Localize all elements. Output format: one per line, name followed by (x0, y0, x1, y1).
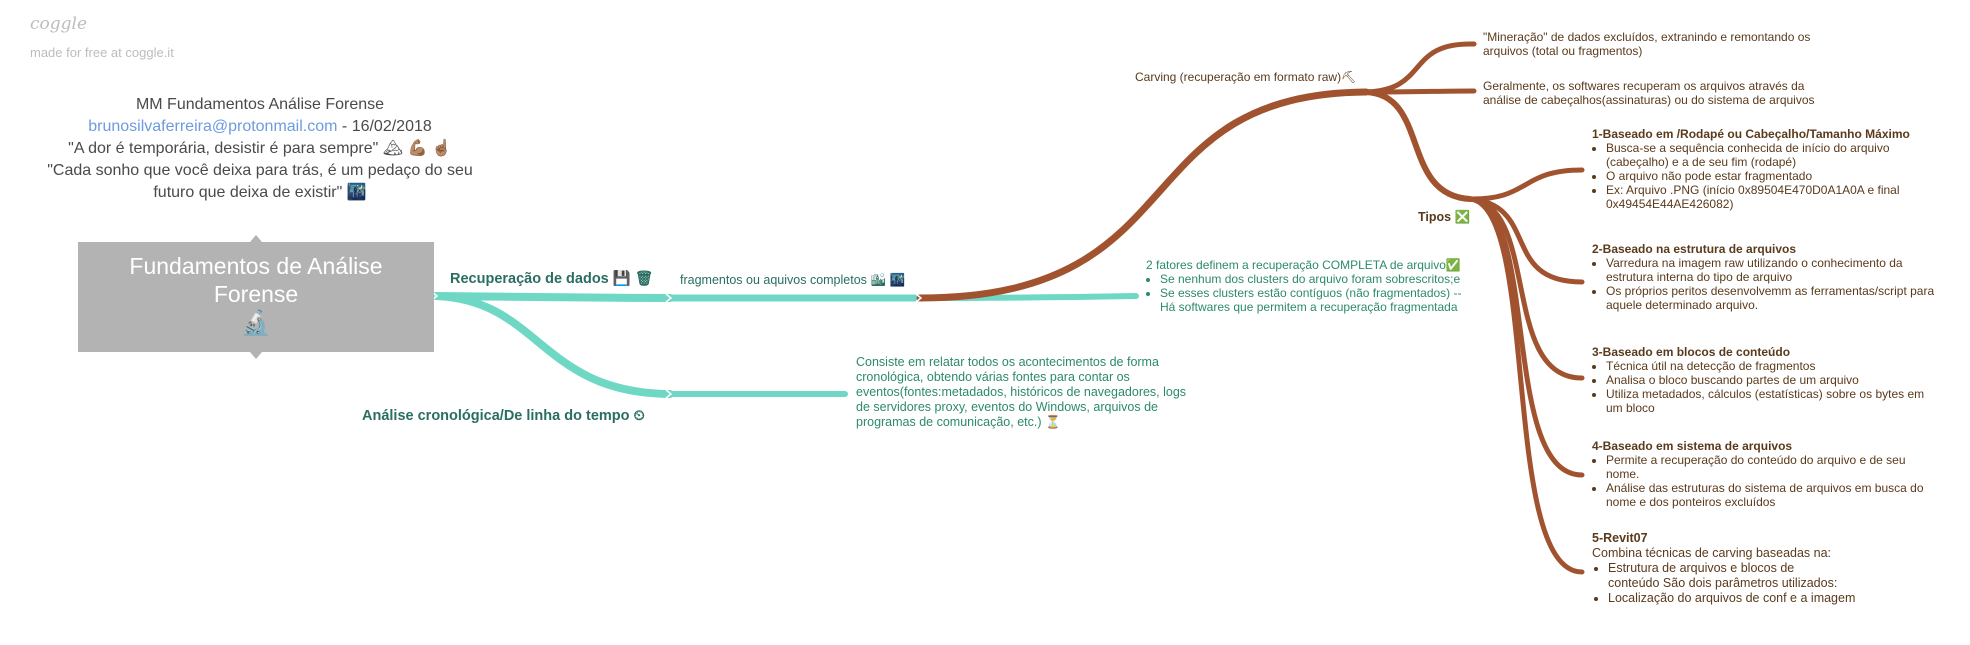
tipo-4-item: Análise das estruturas do sistema de arq… (1606, 481, 1937, 509)
tipo-4-list: Permite a recuperação do conteúdo do arq… (1592, 453, 1937, 509)
tipo-1-item: Ex: Arquivo .PNG (início 0x89504E470D0A1… (1606, 183, 1932, 211)
node-tipo-5[interactable]: 5-Revit07 Combina técnicas de carving ba… (1592, 531, 1882, 606)
node-tipo-3[interactable]: 3-Baseado em blocos de conteúdo Técnica … (1592, 345, 1937, 415)
tipo-2-item: Varredura na imagem raw utilizando o con… (1606, 256, 1937, 284)
central-node[interactable]: Fundamentos de Análise Forense 🔬 (78, 242, 434, 352)
tipo-5-intro: Combina técnicas de carving baseadas na: (1592, 546, 1832, 560)
connector-recuperacao (432, 292, 674, 302)
node-carving[interactable]: Carving (recuperação em formato raw)⛏ (1135, 70, 1357, 84)
node-analise-cronologica[interactable]: Análise cronológica/De linha do tempo ⏲ (362, 408, 645, 424)
tipo-2-title: 2-Baseado na estrutura de arquivos (1592, 242, 1797, 256)
geralmente-line: análise de cabeçalhos(assinaturas) ou do… (1483, 93, 1815, 107)
connector-t1 (1467, 167, 1585, 202)
connector-mineracao (1363, 41, 1477, 95)
connector-t3 (1467, 196, 1585, 381)
quote-two-line1: "Cada sonho que você deixa para trás, é … (47, 162, 473, 179)
quote-one: "A dor é temporária, desistir é para sem… (68, 140, 452, 157)
tipo-4-title: 4-Baseado em sistema de arquivos (1592, 439, 1793, 453)
central-node-bottom-handle[interactable] (250, 352, 262, 359)
connector-carving (916, 88, 1370, 302)
central-node-top-handle[interactable] (250, 235, 262, 242)
tipo-3-item: Utiliza metadados, cálculos (estatística… (1606, 387, 1937, 415)
tipo-1-title: 1-Baseado em /Rodapé ou Cabeçalho/Tamanh… (1592, 127, 1910, 141)
tipo-5-item: Estrutura de arquivos e blocos de conteú… (1608, 561, 1838, 591)
tipo-2-list: Varredura na imagem raw utilizando o con… (1592, 256, 1937, 312)
connector-tipos (1363, 89, 1473, 202)
analise-desc-line: cronológica, obtendo várias fontes para … (856, 370, 1130, 384)
connector-t2 (1467, 196, 1585, 285)
central-title-line2: Forense (213, 281, 299, 307)
map-date: - 16/02/2018 (337, 118, 432, 135)
analise-desc-line: eventos(fontes:metadados, históricos de … (856, 385, 1187, 399)
node-geralmente[interactable]: Geralmente, os softwares recuperam os ar… (1483, 79, 1843, 107)
tipo-5-item: Localização do arquivos de conf e a imag… (1608, 591, 1882, 606)
author-email-link[interactable]: brunosilvaferreira@protonmail.com (88, 118, 338, 135)
node-fatores[interactable]: 2 fatores definem a recuperação COMPLETA… (1146, 258, 1496, 314)
map-title: MM Fundamentos Análise Forense (135, 96, 385, 113)
microscope-icon: 🔬 (241, 310, 271, 337)
node-tipos[interactable]: Tipos ❎ (1418, 210, 1471, 224)
tipo-4-item: Permite a recuperação do conteúdo do arq… (1606, 453, 1937, 481)
tipo-3-title: 3-Baseado em blocos de conteúdo (1592, 345, 1791, 359)
fatores-title: 2 fatores definem a recuperação COMPLETA… (1146, 258, 1461, 272)
node-recuperacao-dados[interactable]: Recuperação de dados 💾 🗑 (450, 271, 654, 287)
tipo-3-item: Técnica útil na detecção de fragmentos (1606, 359, 1937, 373)
tipo-5-title: 5-Revit07 (1592, 531, 1648, 545)
fatores-item: Se nenhum dos clusters do arquivo foram … (1160, 272, 1496, 286)
connector-t5 (1467, 196, 1585, 575)
coggle-credit[interactable]: made for free at coggle.it (30, 45, 174, 60)
tipo-5-list: Estrutura de arquivos e blocos de conteú… (1592, 561, 1882, 606)
geralmente-line: Geralmente, os softwares recuperam os ar… (1483, 79, 1805, 93)
analise-desc-line: Consiste em relatar todos os acontecimen… (856, 355, 1159, 369)
tipo-3-list: Técnica útil na detecção de fragmentos A… (1592, 359, 1937, 415)
connector-analise (432, 292, 674, 398)
node-analise-desc[interactable]: Consiste em relatar todos os acontecimen… (856, 355, 1216, 430)
node-fragmentos[interactable]: fragmentos ou aquivos completos 🏙 🌃 (680, 273, 906, 287)
analise-desc-line: de servidores proxy, eventos do Windows,… (856, 400, 1159, 414)
quote-two-line2: futuro que deixa de existir" 🌃 (153, 184, 367, 201)
mineracao-line: arquivos (total ou fragmentos) (1483, 44, 1643, 58)
author-line: brunosilvaferreira@protonmail.com - 16/0… (20, 116, 500, 138)
analise-desc-line: programas de comunicação, etc.) ⏳ (856, 415, 1061, 429)
fatores-list: Se nenhum dos clusters do arquivo foram … (1146, 272, 1496, 314)
connector-geralmente (1363, 88, 1477, 95)
fatores-item: Se esses clusters estão contíguos (não f… (1160, 286, 1470, 314)
mineracao-line: "Mineração" de dados excluídos, extranin… (1483, 30, 1811, 44)
tipo-2-item: Os próprios peritos desenvolvemm as ferr… (1606, 284, 1937, 312)
tipo-1-item: Busca-se a sequência conhecida de início… (1606, 141, 1932, 169)
node-mineracao[interactable]: "Mineração" de dados excluídos, extranin… (1483, 30, 1843, 58)
node-tipo-2[interactable]: 2-Baseado na estrutura de arquivos Varre… (1592, 242, 1937, 312)
node-tipo-4[interactable]: 4-Baseado em sistema de arquivos Permite… (1592, 439, 1937, 509)
tipo-1-item: O arquivo não pode estar fragmentado (1606, 169, 1932, 183)
map-header: MM Fundamentos Análise Forense brunosilv… (20, 94, 500, 204)
tipo-1-list: Busca-se a sequência conhecida de início… (1592, 141, 1932, 211)
node-tipo-1[interactable]: 1-Baseado em /Rodapé ou Cabeçalho/Tamanh… (1592, 127, 1932, 211)
central-title-line1: Fundamentos de Análise (129, 253, 383, 279)
tipo-3-item: Analisa o bloco buscando partes de um ar… (1606, 373, 1937, 387)
coggle-logo[interactable]: coggle (30, 14, 88, 34)
